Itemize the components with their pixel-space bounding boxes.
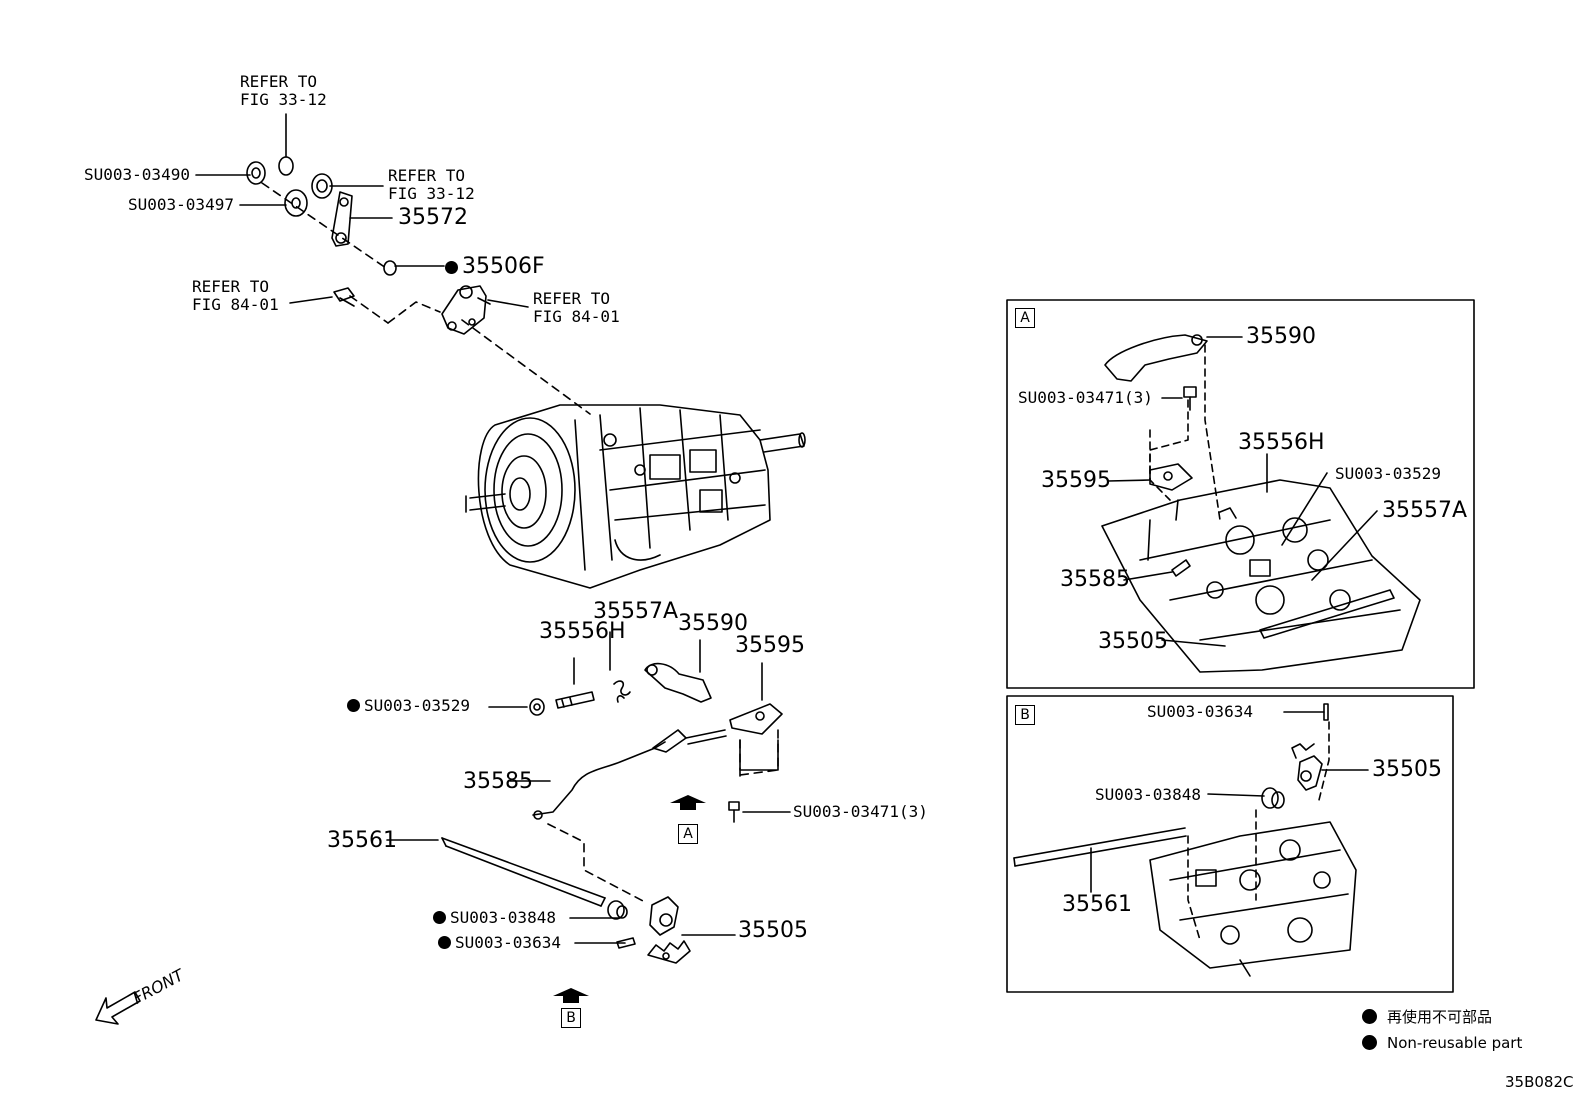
inset-b-frame xyxy=(1006,695,1454,993)
neutral-switch-fig84 xyxy=(441,285,491,335)
legend-row-jp: 再使用不可部品 xyxy=(1362,1004,1522,1030)
refer-line: FIG 33-12 xyxy=(240,90,327,109)
refer-line: REFER TO xyxy=(533,289,611,308)
lever-35590 xyxy=(644,662,712,703)
dashed-assembly-top xyxy=(261,182,591,415)
refer-line: FIG 84-01 xyxy=(192,295,279,314)
refer-line: REFER TO xyxy=(240,72,318,91)
inset-b-seal xyxy=(1261,787,1285,809)
inset-a-label-35595: 35595 xyxy=(1041,468,1111,493)
transmission-assembly xyxy=(465,404,806,589)
figure-code: 35B082C xyxy=(1505,1073,1574,1091)
label-35556h: 35556H xyxy=(539,619,626,644)
refer-line: REFER TO xyxy=(388,166,466,185)
inset-a-valve-body xyxy=(1101,479,1421,673)
inset-b-label-35561: 35561 xyxy=(1062,892,1132,917)
label-35595: 35595 xyxy=(735,633,805,658)
label-su003-03848: SU003-03848 xyxy=(433,909,556,927)
leader-lines-top xyxy=(195,113,529,308)
inset-a-tag: A xyxy=(1015,308,1035,328)
inset-a-frame xyxy=(1006,299,1475,689)
label-35506f: 35506F xyxy=(445,255,545,279)
legend: 再使用不可部品 Non-reusable part xyxy=(1362,1004,1522,1056)
label-35572: 35572 xyxy=(398,205,468,230)
detent-plate-35505 xyxy=(647,896,691,964)
inset-a-label-35505: 35505 xyxy=(1098,629,1168,654)
washer-top xyxy=(278,156,294,176)
view-tag-a: A xyxy=(678,824,698,844)
bolt-fig84 xyxy=(333,287,355,307)
bracket-35595 xyxy=(729,703,783,771)
seal-su003-03848 xyxy=(607,900,628,920)
rod-35585 xyxy=(532,729,727,820)
washer-su003-03497 xyxy=(284,189,308,217)
pin-su003-03634 xyxy=(616,937,636,949)
inset-a-label-35590: 35590 xyxy=(1246,324,1316,349)
inset-b-leaders xyxy=(1090,711,1369,893)
view-tag-b: B xyxy=(561,1008,581,1028)
spring-35557a xyxy=(613,680,631,703)
label-su003-03634: SU003-03634 xyxy=(438,934,561,952)
inset-b-label-su003-03848: SU003-03848 xyxy=(1095,785,1201,804)
bushing-fig33 xyxy=(311,173,333,199)
inset-a-bolt xyxy=(1183,386,1197,411)
inset-a-label-35585: 35585 xyxy=(1060,567,1130,592)
inset-b-valve-body xyxy=(1149,821,1357,977)
refer-line: FIG 84-01 xyxy=(533,307,620,326)
inset-a-label-35556h: 35556H xyxy=(1238,430,1325,455)
oring-35506f xyxy=(383,260,397,276)
label-su003-03497: SU003-03497 xyxy=(128,195,234,214)
label-su003-03490: SU003-03490 xyxy=(84,165,190,184)
lever-35572 xyxy=(331,191,353,247)
inset-a-lever-35590 xyxy=(1104,334,1208,382)
inset-b-label-35505: 35505 xyxy=(1372,757,1442,782)
inset-b-plate-35505 xyxy=(1291,743,1323,791)
label-su003-03529: SU003-03529 xyxy=(347,697,470,715)
leader-lines-middle xyxy=(386,631,791,944)
front-arrow-icon xyxy=(95,991,141,1025)
legend-jp-text: 再使用不可部品 xyxy=(1387,1008,1493,1026)
label-su003-03471: SU003-03471(3) xyxy=(793,802,928,821)
inset-b-pin xyxy=(1323,703,1329,721)
inset-a-leaders xyxy=(1107,336,1378,647)
inset-b-label-su003-03634: SU003-03634 xyxy=(1147,702,1253,721)
nut-su003-03490 xyxy=(246,161,266,185)
refer-line: REFER TO xyxy=(192,277,270,296)
inset-a-label-35557a: 35557A xyxy=(1382,498,1468,523)
inset-a-label-su003-03529: SU003-03529 xyxy=(1335,464,1441,483)
dashed-assembly-middle xyxy=(547,729,779,903)
nut-su003-03529 xyxy=(529,698,545,716)
inset-b-shaft-35561 xyxy=(1013,827,1187,867)
shaft-35561 xyxy=(441,837,606,907)
refer-line: FIG 33-12 xyxy=(388,184,475,203)
label-35557a: 35557A xyxy=(593,599,679,624)
inset-a-bracket-35595 xyxy=(1149,463,1193,491)
view-arrow-b xyxy=(553,988,589,1003)
legend-en-text: Non-reusable part xyxy=(1387,1034,1523,1052)
pin-35556h xyxy=(555,691,595,709)
non-reusable-dot-icon xyxy=(1362,1009,1377,1024)
label-35561: 35561 xyxy=(327,828,397,853)
label-35585: 35585 xyxy=(463,769,533,794)
non-reusable-dot-icon xyxy=(1362,1035,1377,1050)
label-35505: 35505 xyxy=(738,918,808,943)
inset-b-tag: B xyxy=(1015,705,1035,725)
legend-row-en: Non-reusable part xyxy=(1362,1030,1522,1056)
inset-b-dashed xyxy=(1187,721,1330,941)
view-arrow-a xyxy=(670,795,706,810)
label-35590: 35590 xyxy=(678,611,748,636)
bolt-su003-03471 xyxy=(728,801,740,823)
inset-a-label-su003-03471: SU003-03471(3) xyxy=(1018,388,1153,407)
